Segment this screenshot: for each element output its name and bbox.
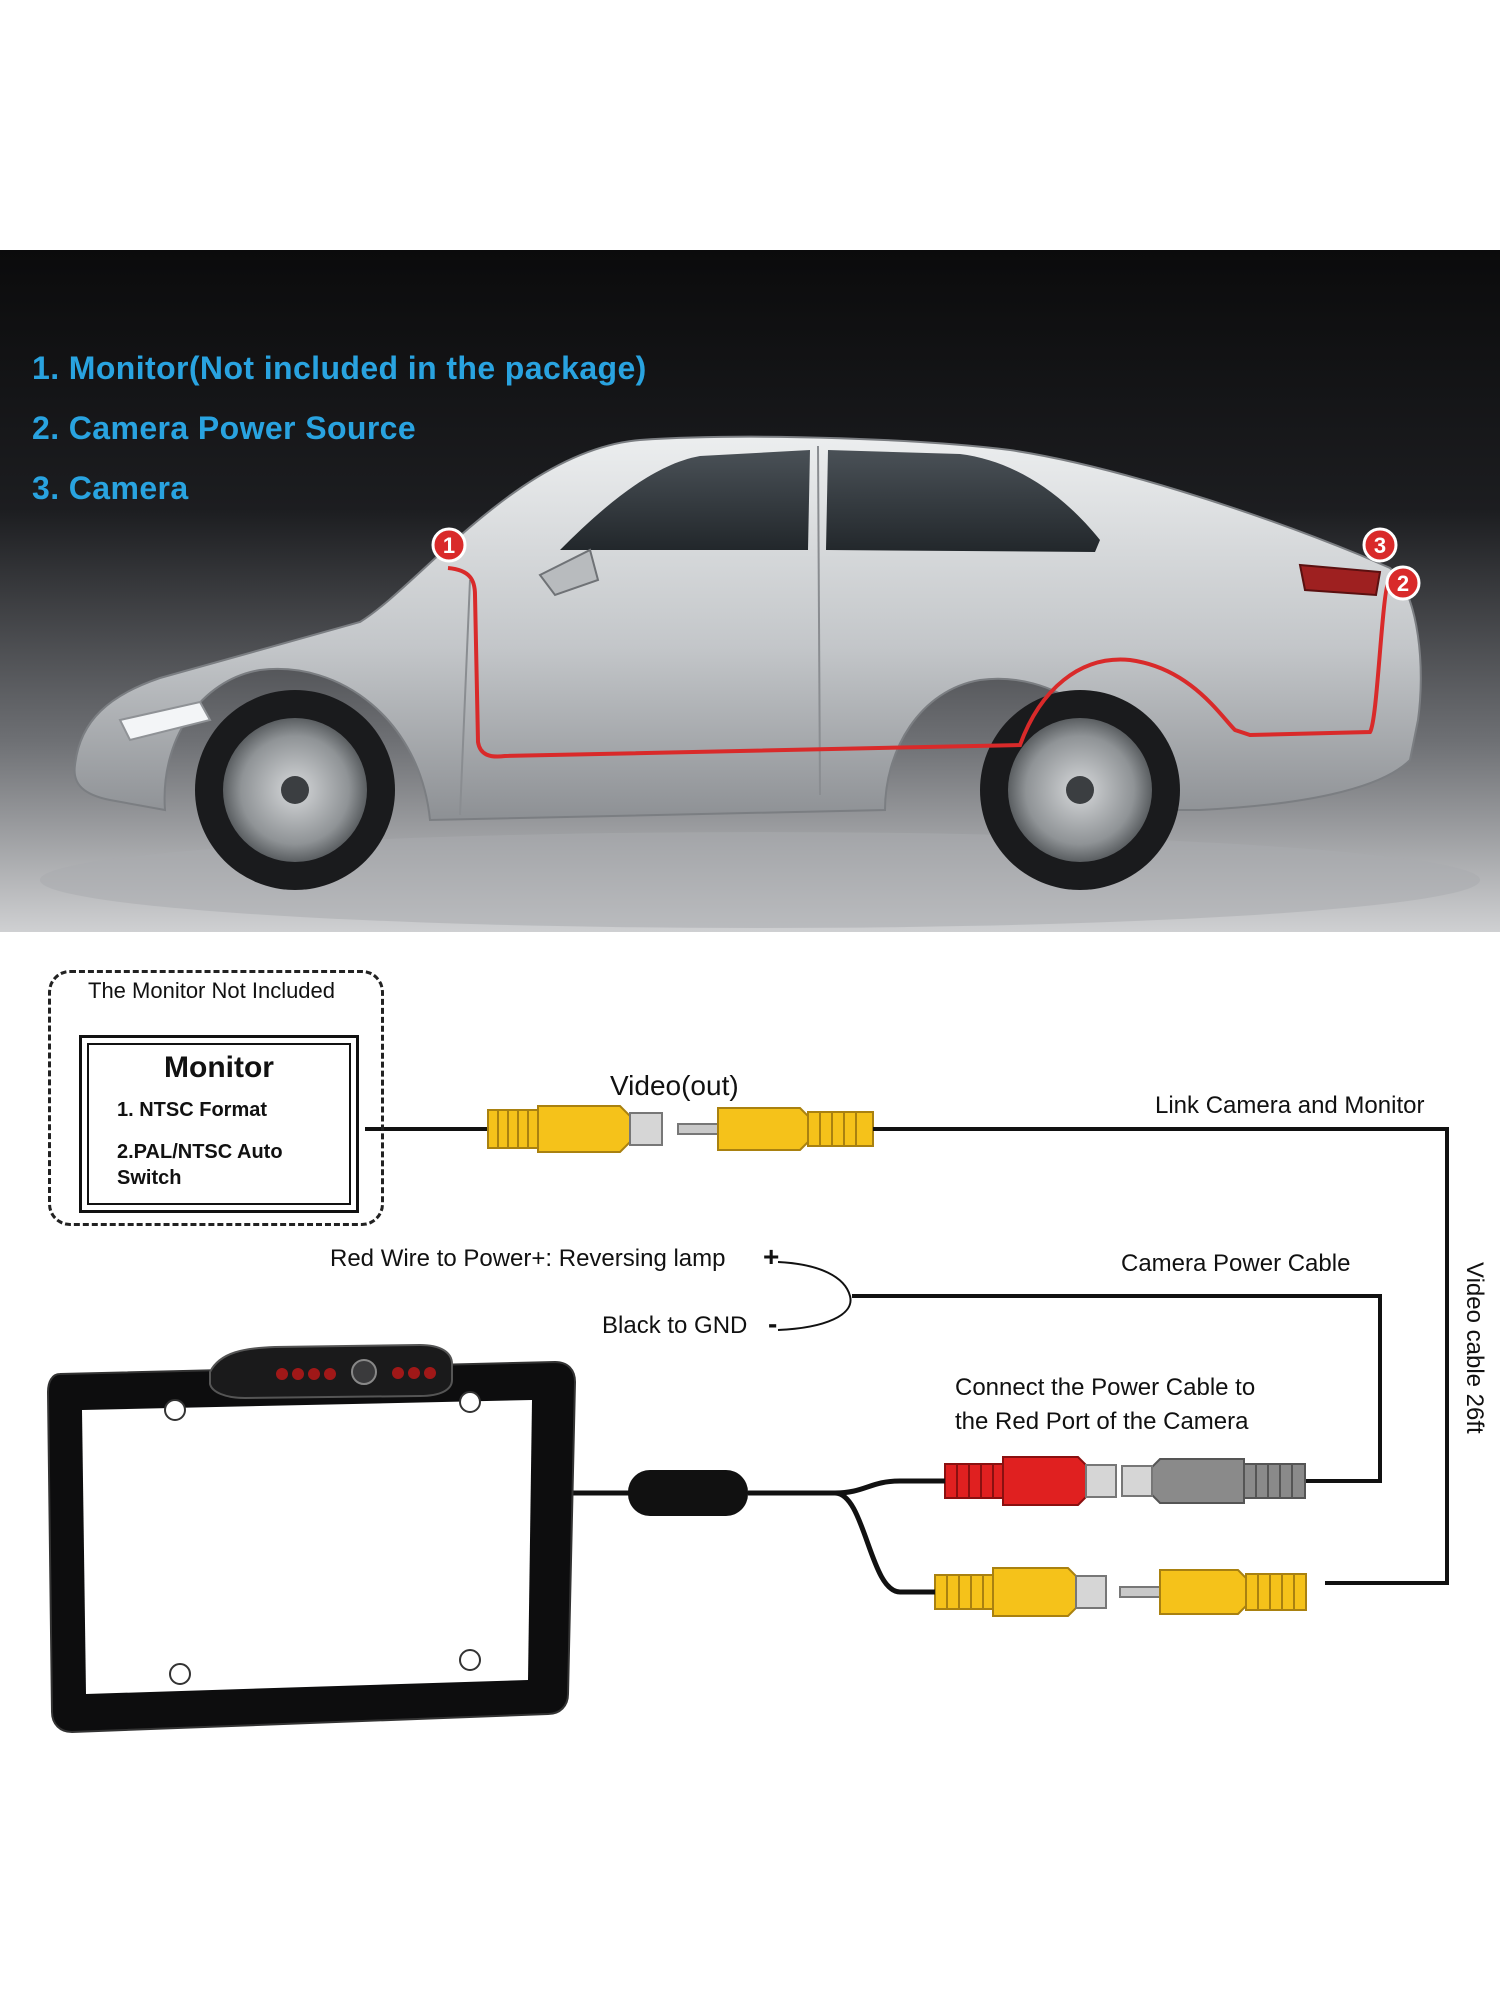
headlight <box>118 700 212 742</box>
mirror <box>538 548 600 597</box>
video-out-label: Video(out) <box>610 1070 739 1101</box>
video-plug-extension <box>1119 1569 1307 1615</box>
inline-module <box>628 1470 748 1516</box>
marker-1: 1 <box>431 527 467 563</box>
monitor-inner-frame: Monitor 1. NTSC Format 2.PAL/NTSC Auto S… <box>87 1043 351 1205</box>
plus-sign: + <box>763 1241 780 1272</box>
video-plug-monitor-side <box>487 1105 663 1153</box>
black-wire-label: Black to GND <box>602 1312 748 1339</box>
monitor-group <box>48 970 384 1226</box>
door-seam <box>459 579 471 816</box>
front-window <box>560 450 810 550</box>
link-camera-monitor-label: Link Camera and Monitor <box>1155 1092 1425 1119</box>
component-legend: 1. Monitor(Not included in the package) … <box>32 338 647 518</box>
rear-window <box>826 450 1100 552</box>
legend-item-camera: 3. Camera <box>32 470 189 506</box>
camera-bar <box>209 1343 453 1400</box>
marker-2: 2 <box>1385 565 1421 601</box>
marker-3: 3 <box>1362 527 1398 563</box>
monitor-group-label: The Monitor Not Included <box>88 978 336 1003</box>
door-seam <box>817 445 821 796</box>
rear-wheel <box>980 690 1180 890</box>
legend-item-power-source: 2. Camera Power Source <box>32 410 417 446</box>
marker-2-label: 2 <box>1397 571 1409 596</box>
wire-route-line <box>447 566 1392 759</box>
video-plug-camera-lead <box>934 1567 1107 1617</box>
monitor-feature-ntsc: 1. NTSC Format <box>117 1099 268 1121</box>
connect-power-instruction-line1: Connect the Power Cable to <box>955 1374 1256 1401</box>
power-wire-brace <box>777 1261 852 1331</box>
monitor-feature-pal-ntsc: 2.PAL/NTSC Auto Switch <box>117 1141 283 1189</box>
power-branch <box>748 1478 945 1496</box>
license-plate-camera-frame <box>46 1360 577 1734</box>
taillight <box>1298 563 1382 597</box>
marker-1-label: 1 <box>443 533 455 558</box>
power-cable <box>852 1294 1382 1483</box>
wiring-diagram: The Monitor Not Included Monitor 1. NTSC… <box>0 932 1500 2000</box>
connect-power-instruction-line2: the Red Port of the Camera <box>955 1408 1249 1435</box>
marker-3-label: 3 <box>1374 533 1386 558</box>
power-plug-gray <box>1121 1458 1306 1504</box>
front-wheel <box>195 690 395 890</box>
video-plug-camera-side <box>677 1107 874 1151</box>
wiring-lines <box>46 1105 1449 1734</box>
car-illustration: 1 3 2 <box>40 435 1480 928</box>
car-photo-panel: 1 3 2 1. Monitor(Not included in the pac… <box>0 250 1500 932</box>
video-cable-length-label: Video cable 26ft <box>1461 1262 1488 1434</box>
camera-power-cable-label: Camera Power Cable <box>1121 1250 1351 1277</box>
video-branch <box>834 1490 935 1595</box>
legend-item-monitor: 1. Monitor(Not included in the package) <box>32 350 647 386</box>
power-plug-red <box>944 1456 1117 1506</box>
monitor-box: Monitor 1. NTSC Format 2.PAL/NTSC Auto S… <box>79 1035 359 1213</box>
monitor-title: Monitor <box>164 1051 274 1084</box>
minus-sign: - <box>768 1308 778 1339</box>
red-wire-label: Red Wire to Power+: Reversing lamp <box>330 1245 726 1272</box>
video-link-cable <box>873 1127 1449 1585</box>
